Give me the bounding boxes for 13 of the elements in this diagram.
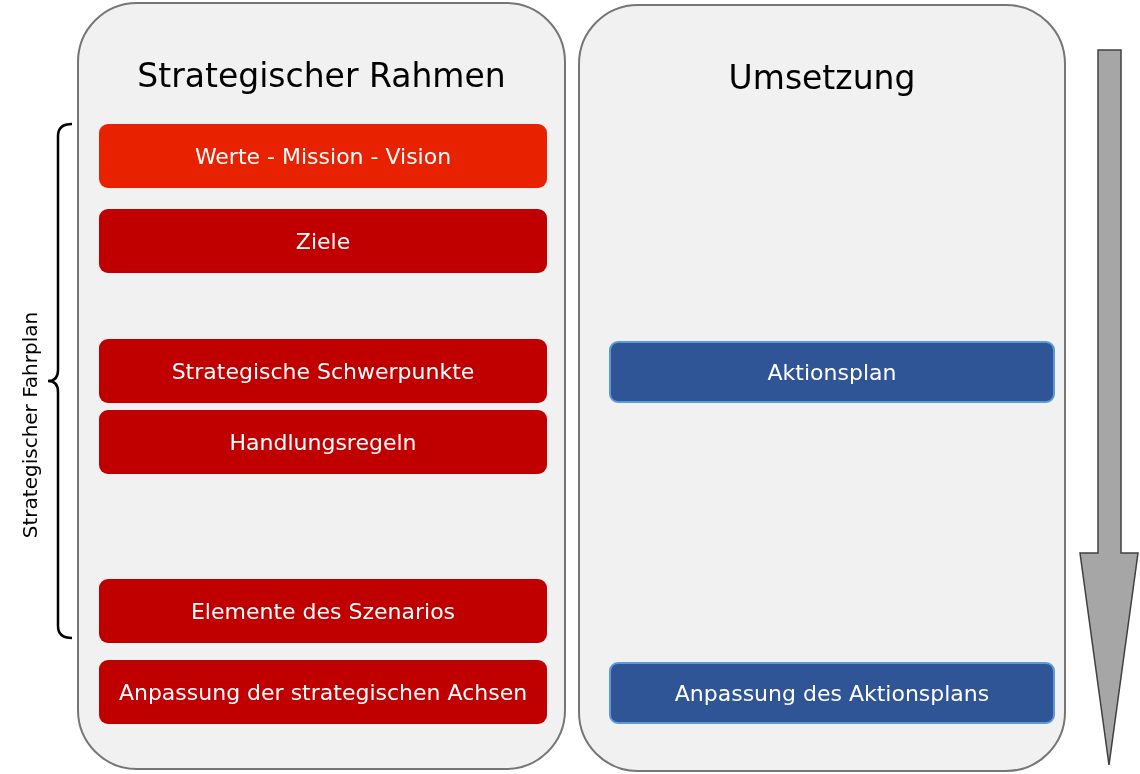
process-box: Anpassung der strategischen Achsen (99, 660, 547, 724)
process-box: Strategische Schwerpunkte (99, 339, 547, 403)
panel-title: Strategischer Rahmen (136, 56, 507, 95)
panel (77, 2, 566, 770)
panel (578, 4, 1066, 772)
process-box: Elemente des Szenarios (99, 579, 547, 643)
process-box: Aktionsplan (609, 341, 1055, 403)
process-box: Ziele (99, 209, 547, 273)
process-box: Handlungsregeln (99, 410, 547, 474)
process-box: Werte - Mission - Vision (99, 124, 547, 188)
process-box: Anpassung des Aktionsplans (609, 662, 1055, 724)
panel-title: Umsetzung (727, 58, 917, 97)
side-label: Strategischer Fahrplan (18, 311, 42, 539)
